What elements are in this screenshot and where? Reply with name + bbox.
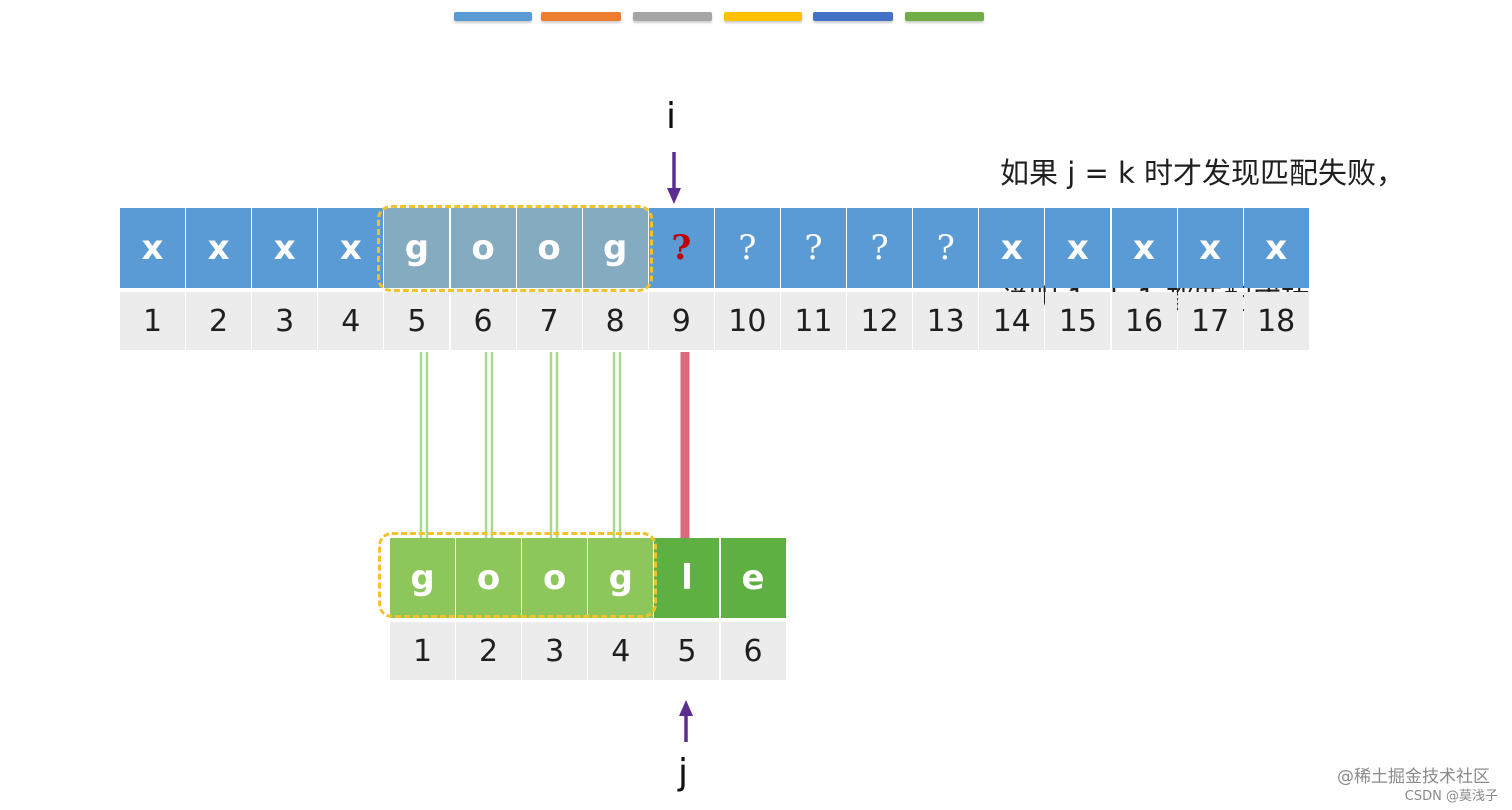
main-char-cell: ?	[648, 208, 714, 288]
main-index-cell: 16	[1111, 292, 1177, 350]
main-char-cell: o	[450, 208, 516, 288]
main-index-cell: 18	[1243, 292, 1309, 350]
main-char-cell: x	[1177, 208, 1243, 288]
main-index-cell: 15	[1045, 292, 1111, 350]
watermark-csdn: CSDN @莫浅子	[1404, 789, 1498, 804]
main-index-cell: 6	[450, 292, 516, 350]
top-color-bar	[541, 12, 621, 21]
main-char-cell: x	[318, 208, 384, 288]
pattern-char-cell: g	[588, 538, 654, 618]
pointer-i-label: i	[666, 96, 677, 137]
pointer-i-arrow	[667, 152, 681, 204]
main-char-cell: ?	[847, 208, 913, 288]
main-char-cell: g	[384, 208, 450, 288]
pointer-j-arrow	[679, 700, 693, 742]
main-index-cell: 2	[186, 292, 252, 350]
top-color-bar	[905, 12, 984, 21]
main-index-cell: 9	[648, 292, 714, 350]
main-index-cell: 8	[582, 292, 648, 350]
main-char-cell: ?	[913, 208, 979, 288]
pattern-index-cell: 3	[522, 622, 588, 680]
pattern-index-cell: 1	[390, 622, 455, 680]
main-char-cell: x	[120, 208, 185, 288]
main-index-cell: 4	[318, 292, 384, 350]
pattern-char-cell: o	[522, 538, 588, 618]
main-char-cell: x	[979, 208, 1045, 288]
main-index-cell: 12	[847, 292, 913, 350]
main-char-cell: ?	[714, 208, 780, 288]
match-line-8-4	[612, 352, 622, 538]
pattern-index-cell: 2	[456, 622, 522, 680]
top-color-bar	[724, 12, 802, 21]
main-char-cell: x	[186, 208, 252, 288]
top-color-bar	[813, 12, 893, 21]
pattern-index-cell: 4	[588, 622, 654, 680]
pattern-index-cell: 5	[654, 622, 720, 680]
main-index-cell: 3	[252, 292, 318, 350]
top-color-bar	[633, 12, 712, 21]
pattern-char-cell: e	[720, 538, 786, 618]
main-char-cell: x	[1243, 208, 1309, 288]
pattern-match-highlight	[378, 532, 657, 618]
main-match-highlight	[377, 205, 653, 292]
pattern-index-cell: 6	[720, 622, 786, 680]
main-index-cell: 14	[979, 292, 1045, 350]
main-char-cell: x	[1045, 208, 1111, 288]
match-line-7-3	[549, 352, 559, 538]
main-char-cell: x	[252, 208, 318, 288]
main-index-cell: 10	[714, 292, 780, 350]
main-index-cell: 11	[781, 292, 846, 350]
main-index-cell: 1	[120, 292, 185, 350]
main-index-cell: 5	[384, 292, 450, 350]
main-index-cell: 13	[913, 292, 979, 350]
note-line-1: 如果 j = k 时才发现匹配失败，	[1000, 156, 1406, 190]
main-char-cell: x	[1111, 208, 1177, 288]
pattern-char-cell: g	[390, 538, 455, 618]
watermark-juejin: @稀土掘金技术社区	[1337, 767, 1490, 787]
main-char-cell: o	[516, 208, 582, 288]
top-color-bar	[454, 12, 532, 21]
pointer-j-label: j	[678, 752, 689, 793]
match-line-6-2	[484, 352, 494, 538]
pattern-char-cell: o	[456, 538, 522, 618]
match-line-5-1	[419, 352, 429, 538]
main-index-cell: 7	[516, 292, 582, 350]
pattern-char-cell: l	[654, 538, 720, 618]
main-index-cell: 17	[1177, 292, 1243, 350]
main-char-cell: ?	[781, 208, 846, 288]
main-char-cell: g	[582, 208, 648, 288]
